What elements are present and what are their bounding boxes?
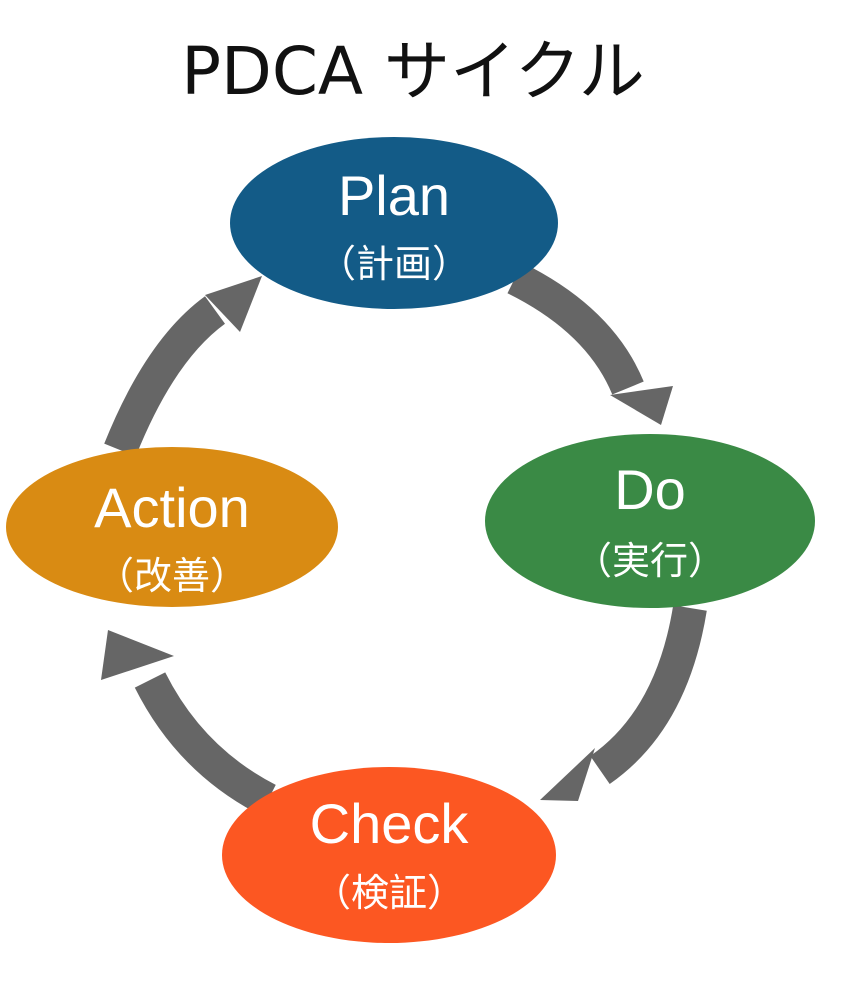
plan-sublabel: （計画）: [318, 242, 470, 286]
node-do: Do （実行）: [485, 434, 815, 608]
do-label: Do: [614, 458, 686, 521]
action-sublabel: （改善）: [96, 554, 248, 598]
arrow-plan-to-do: [507, 262, 673, 425]
arrow-check-to-action: [101, 630, 276, 816]
do-ellipse: [485, 434, 815, 608]
plan-ellipse: [230, 137, 558, 309]
plan-label: Plan: [338, 164, 450, 227]
check-ellipse: [222, 767, 556, 943]
node-action: Action （改善）: [6, 447, 338, 607]
check-label: Check: [310, 792, 470, 855]
node-plan: Plan （計画）: [230, 137, 558, 309]
do-sublabel: （実行）: [574, 539, 726, 583]
check-sublabel: （検証）: [313, 871, 465, 915]
action-label: Action: [94, 476, 250, 539]
action-ellipse: [6, 447, 338, 607]
cycle-arrows: [101, 262, 707, 816]
arrow-do-to-check: [540, 605, 707, 801]
diagram-title: PDCA サイクル: [181, 33, 645, 110]
arrow-action-to-plan: [104, 276, 262, 457]
node-check: Check （検証）: [222, 767, 556, 943]
